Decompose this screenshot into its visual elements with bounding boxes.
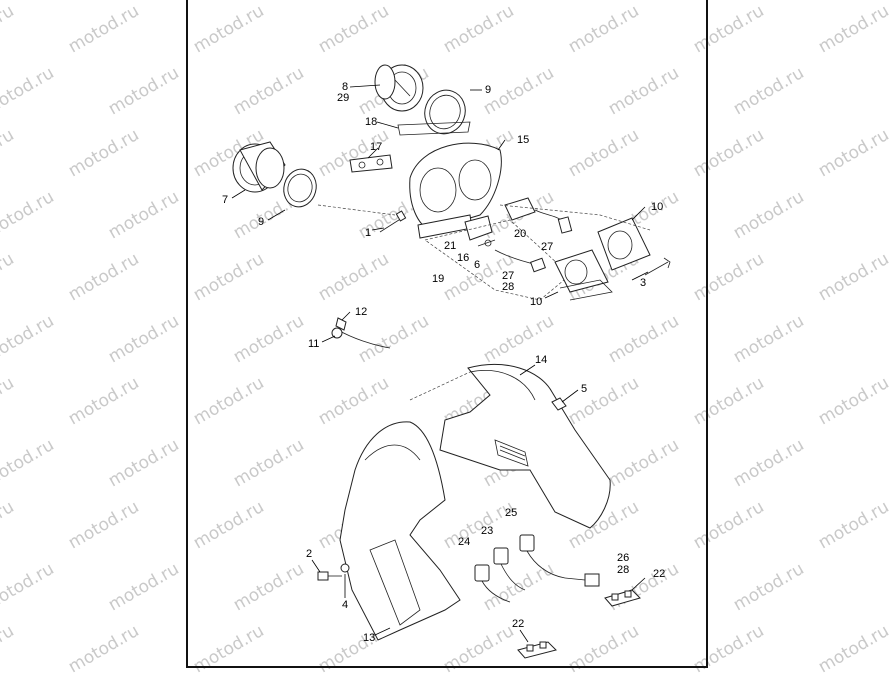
bracket	[349, 154, 393, 173]
callout-28-right: 28	[617, 564, 629, 576]
assembly-line	[499, 204, 651, 231]
connector-26	[564, 573, 600, 587]
callout-11: 11	[308, 338, 319, 350]
clip-22-right	[604, 589, 641, 607]
indicator-housing-lower	[554, 249, 613, 301]
gasket	[397, 121, 471, 136]
callout-6: 6	[474, 259, 480, 271]
screw-1	[379, 210, 407, 233]
indicator-module	[504, 197, 573, 234]
switch-25	[519, 534, 566, 579]
callout-3: 3	[640, 277, 646, 289]
indicator-housing-upper	[597, 217, 651, 271]
callout-21: 21	[444, 240, 456, 252]
callout-14: 14	[535, 354, 547, 366]
callout-18: 18	[365, 116, 377, 128]
callout-10-lower: 10	[530, 296, 542, 308]
bezel-ring-left	[283, 168, 317, 208]
callout-9-top: 9	[485, 84, 491, 96]
callout-20: 20	[514, 228, 526, 240]
callout-16: 16	[457, 252, 469, 264]
fastener-4	[340, 563, 350, 573]
instrument-housing	[409, 142, 502, 239]
gauge-left	[232, 141, 286, 193]
callout-labels: 1 2 3 4 5 6 7 8 9 9 10 10 11 12 13 14 15…	[222, 81, 665, 644]
callout-17: 17	[370, 141, 382, 153]
callout-1: 1	[365, 227, 371, 239]
callout-26: 26	[617, 552, 629, 564]
clip-5	[551, 397, 567, 411]
callout-27-upper: 27	[541, 241, 553, 253]
clip-22-bottom	[517, 641, 557, 659]
callout-9-left: 9	[258, 216, 264, 228]
leader-lines	[231, 84, 649, 643]
lower-cover	[339, 421, 461, 641]
callout-25: 25	[505, 507, 517, 519]
circuit-board-outline	[424, 219, 571, 301]
wire-clip	[331, 317, 391, 349]
callout-2: 2	[306, 548, 312, 560]
callout-8: 8	[342, 81, 348, 93]
callout-13: 13	[363, 632, 375, 644]
gauge-top	[374, 64, 424, 112]
callout-10-upper: 10	[651, 201, 663, 213]
connector-assembly	[464, 215, 496, 247]
callout-4: 4	[342, 599, 348, 611]
callout-19: 19	[432, 273, 444, 285]
assembly-line	[317, 204, 396, 216]
callout-24: 24	[458, 536, 470, 548]
callout-29: 29	[337, 92, 349, 104]
callout-28-lower: 28	[502, 281, 514, 293]
screw-3	[644, 257, 671, 276]
callout-5: 5	[581, 383, 587, 395]
assembly-line	[409, 371, 471, 401]
bezel-ring-top	[424, 89, 466, 135]
switch-24	[474, 564, 511, 603]
switch-23	[493, 547, 526, 591]
callout-22-right: 22	[653, 568, 665, 580]
callout-15: 15	[517, 134, 529, 146]
callout-12: 12	[355, 306, 367, 318]
diagram-frame	[186, 0, 708, 668]
callout-7: 7	[222, 194, 228, 206]
fastener-2	[317, 571, 342, 581]
callout-22-bottom: 22	[512, 618, 524, 630]
upper-cover	[439, 363, 611, 529]
harness-lower	[494, 249, 546, 273]
callout-27-lower: 27	[502, 270, 514, 282]
callout-23: 23	[481, 525, 493, 537]
